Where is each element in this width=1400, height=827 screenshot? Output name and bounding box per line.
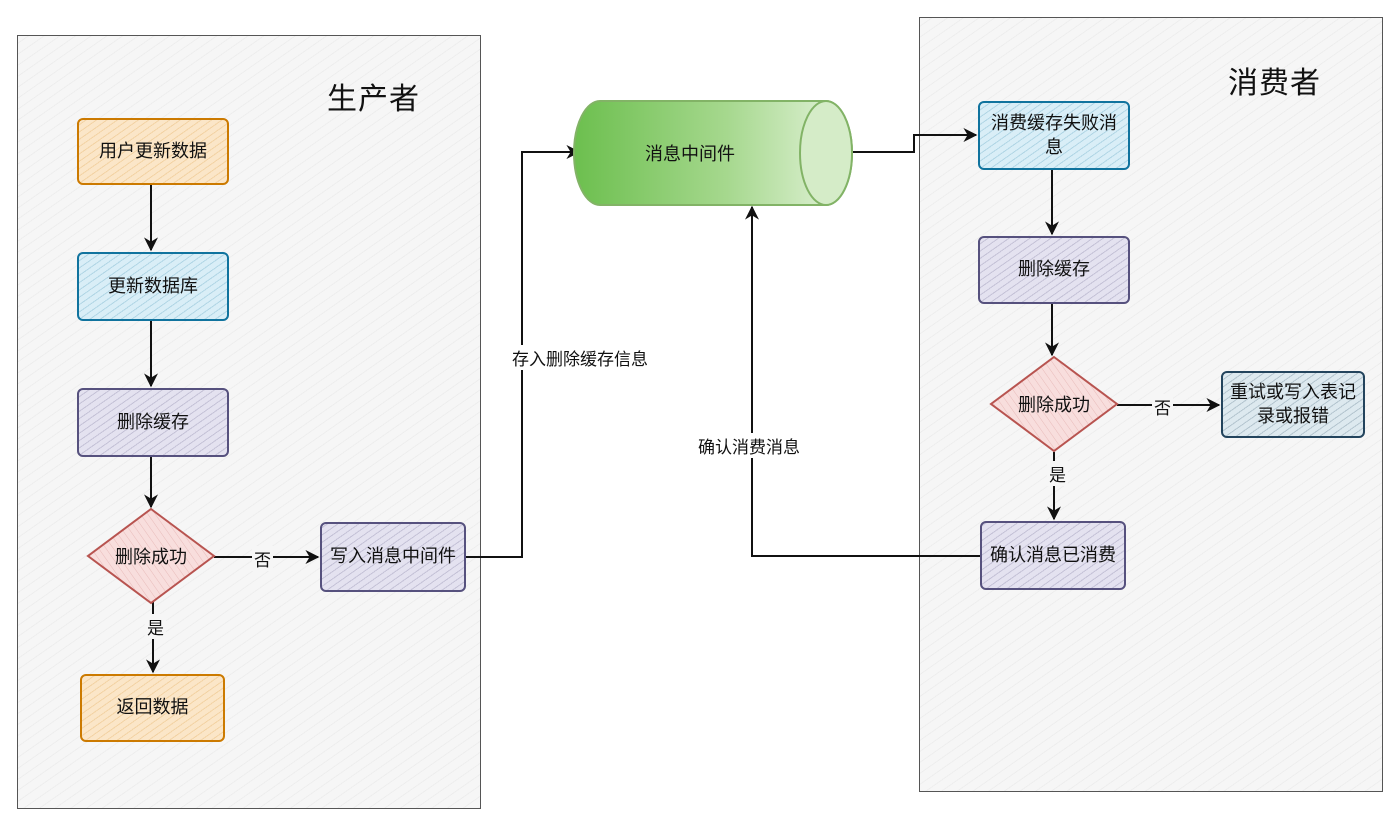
- consume-failed-msg-node: 消费缓存失败消息: [978, 101, 1130, 170]
- producer-delete-cache-node: 删除缓存: [77, 388, 229, 457]
- user-update-node: 用户更新数据: [77, 118, 229, 185]
- consumer-yes-label: 是: [1047, 461, 1068, 486]
- edge-middleware-to-consumer: [852, 128, 978, 153]
- consumer-title: 消费者: [1228, 66, 1321, 101]
- producer-delete-success-label: 删除成功: [115, 547, 187, 568]
- middleware-label: 消息中间件: [645, 144, 735, 165]
- confirm-consume-label: 确认消费消息: [696, 433, 802, 458]
- edge-confirm-to-middleware: [745, 205, 980, 557]
- producer-no-label: 否: [252, 546, 273, 571]
- producer-title: 生产者: [327, 82, 420, 117]
- retry-node: 重试或写入表记录或报错: [1221, 371, 1365, 438]
- store-delete-cache-label: 存入删除缓存信息: [510, 345, 650, 370]
- update-db-node: 更新数据库: [77, 252, 229, 321]
- consumer-no-label: 否: [1152, 394, 1173, 419]
- consumer-delete-cache-node: 删除缓存: [978, 236, 1130, 304]
- write-mq-node: 写入消息中间件: [320, 522, 466, 592]
- confirm-consumed-node: 确认消息已消费: [980, 521, 1126, 590]
- producer-decision-diamond: [86, 507, 216, 605]
- consumer-decision-diamond: [989, 355, 1119, 453]
- producer-yes-label: 是: [145, 614, 166, 639]
- return-data-node: 返回数据: [80, 674, 225, 742]
- consumer-delete-success-label: 删除成功: [1018, 395, 1090, 416]
- middleware-cylinder: [573, 100, 853, 206]
